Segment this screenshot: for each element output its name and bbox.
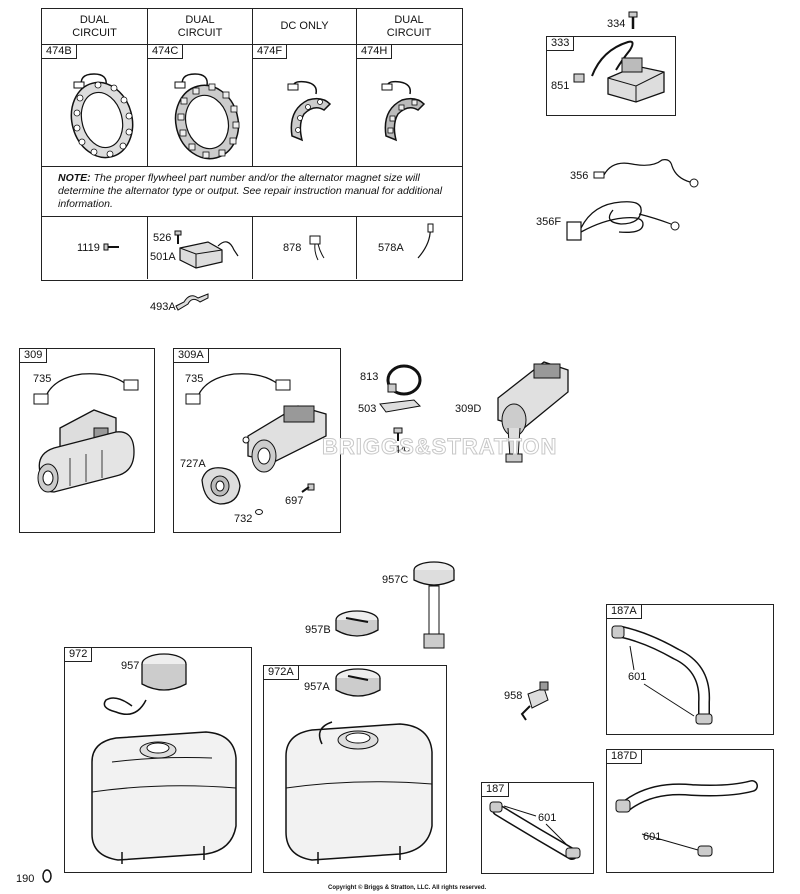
fuel-cap-957-drawing: [103, 653, 187, 715]
copyright-text: Copyright © Briggs & Stratton, LLC. All …: [328, 885, 487, 891]
part-label-727A: 727A: [180, 458, 206, 470]
fuel-hose-187D-drawing: [615, 780, 758, 857]
part-tag-309A: 309A: [174, 349, 209, 363]
part-label-356: 356: [570, 170, 589, 182]
part-tag-474F: 474F: [253, 45, 288, 59]
cable-735-a-drawing: [33, 373, 139, 405]
part-label-732: 732: [234, 513, 253, 525]
part-label-190: 190: [16, 873, 35, 885]
table-divider: [41, 216, 462, 217]
note-label: NOTE:: [58, 172, 91, 184]
part-label-851: 851: [551, 80, 570, 92]
bolt-697-drawing: [301, 483, 315, 493]
fuel-hose-187D-box: [606, 749, 774, 873]
part-label-957B: 957B: [305, 624, 331, 636]
ignition-coil-333-drawing: [573, 40, 665, 103]
part-label-957A: 957A: [304, 681, 330, 693]
fuel-tank-972A-drawing: [285, 721, 433, 864]
rectifier-501A-drawing: [179, 241, 239, 269]
part-tag-187D: 187D: [607, 750, 643, 764]
alternator-474B-drawing: [70, 73, 134, 159]
fuel-cap-957B-drawing: [335, 610, 379, 637]
part-tag-474C: 474C: [148, 45, 184, 59]
part-label-697: 697: [285, 495, 304, 507]
fuel-hose-187A-drawing: [611, 625, 713, 725]
cap-with-gauge-957C-drawing: [413, 561, 455, 649]
part-label-493A: 493A: [150, 301, 176, 313]
wire-harness-356F-drawing: [566, 201, 680, 241]
table-header-474C: DUAL CIRCUIT: [177, 14, 223, 39]
table-divider: [252, 216, 253, 279]
table-divider: [41, 166, 462, 167]
part-tag-333: 333: [547, 37, 575, 51]
part-label-813: 813: [360, 371, 379, 383]
connector-878-drawing: [309, 235, 325, 261]
clip-190-drawing: [42, 869, 52, 883]
part-tag-187A: 187A: [607, 605, 642, 619]
screw-442-drawing: [393, 427, 403, 441]
clip-493A-drawing: [175, 293, 209, 311]
part-label-501A: 501A: [150, 251, 176, 263]
starter-gear-727A-drawing: [201, 467, 241, 505]
part-label-578A: 578A: [378, 242, 404, 254]
part-label-503: 503: [358, 403, 377, 415]
table-header-474H: DUAL CIRCUIT: [386, 14, 432, 39]
part-label-334: 334: [607, 18, 626, 30]
table-header-474B: DUAL CIRCUIT: [72, 14, 117, 39]
starter-motor-309-drawing: [37, 409, 135, 493]
table-divider: [356, 8, 357, 166]
plate-503-drawing: [379, 399, 422, 413]
alternator-474C-drawing: [174, 73, 240, 160]
part-label-601-b: 601: [538, 812, 557, 824]
part-label-442: 442: [394, 444, 413, 456]
table-header-474F: DC ONLY: [280, 20, 329, 32]
table-divider: [41, 44, 462, 45]
part-tag-972: 972: [65, 648, 93, 662]
shutoff-valve-958-drawing: [520, 681, 549, 721]
clamp-813-drawing: [386, 364, 422, 396]
screw-526-drawing: [174, 230, 182, 244]
fuel-tank-972-drawing: [91, 731, 237, 864]
starter-motor-309A-drawing: [242, 405, 327, 473]
part-label-957C: 957C: [382, 574, 409, 586]
table-divider: [147, 8, 148, 166]
part-tag-187: 187: [482, 783, 510, 797]
part-label-356F: 356F: [536, 216, 562, 228]
part-label-601-a: 601: [628, 671, 647, 683]
screw-334-drawing: [628, 11, 638, 29]
starter-motor-309D-drawing: [497, 361, 569, 463]
part-tag-474B: 474B: [42, 45, 77, 59]
clip-732-drawing: [255, 509, 263, 515]
part-label-526: 526: [153, 232, 172, 244]
part-label-878: 878: [283, 242, 302, 254]
part-label-309D: 309D: [455, 403, 482, 415]
screw-1119-drawing: [103, 243, 119, 251]
part-label-735-b: 735: [185, 373, 204, 385]
wire-578A-drawing: [417, 223, 434, 259]
part-tag-474H: 474H: [357, 45, 393, 59]
part-label-957: 957: [121, 660, 140, 672]
note-text: The proper flywheel part number and/or t…: [58, 172, 443, 210]
brand-watermark: BRIGGS&STRATTON: [321, 434, 558, 460]
table-divider: [356, 216, 357, 279]
part-tag-309: 309: [20, 349, 48, 363]
fuel-hose-187-drawing: [489, 801, 581, 860]
table-divider: [147, 216, 148, 279]
part-label-1119: 1119: [77, 242, 100, 254]
alternator-note: NOTE: The proper flywheel part number an…: [58, 172, 454, 211]
alternator-474F-drawing: [287, 80, 332, 142]
wire-356-drawing: [593, 159, 699, 188]
cable-735-b-drawing: [185, 373, 291, 405]
fuel-cap-957A-drawing: [335, 668, 381, 697]
table-divider: [252, 8, 253, 166]
part-tag-972A: 972A: [264, 666, 299, 680]
alternator-474H-drawing: [381, 80, 426, 142]
part-label-958: 958: [504, 690, 523, 702]
part-label-735-a: 735: [33, 373, 52, 385]
